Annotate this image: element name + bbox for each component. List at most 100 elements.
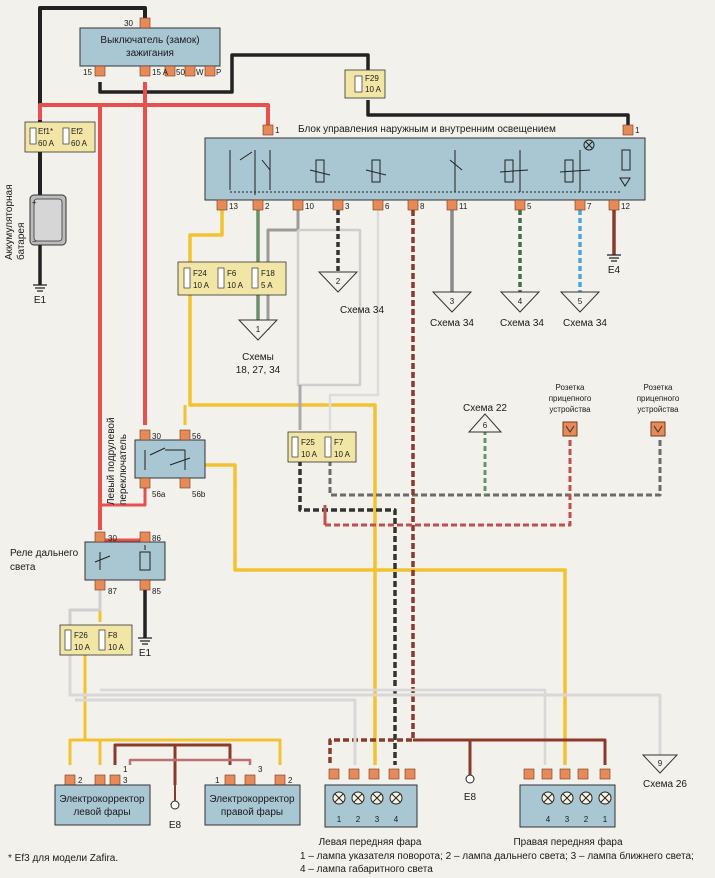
svg-text:4: 4 (546, 815, 551, 824)
svg-text:Электрокорректор: Электрокорректор (59, 794, 145, 805)
svg-text:Ef2: Ef2 (71, 127, 84, 136)
svg-text:13: 13 (229, 202, 238, 211)
svg-text:60 A: 60 A (71, 139, 88, 148)
svg-text:правой фары: правой фары (221, 806, 283, 818)
legend-line-1: 1 – лампа указателя поворота; 2 – лампа … (300, 850, 694, 862)
fuse-f29: F29 10 A (344, 69, 386, 99)
ref-scheme-34-b: 3 Схема 34 (430, 291, 474, 329)
svg-text:устройства: устройства (637, 405, 679, 414)
svg-text:1: 1 (635, 126, 640, 135)
ignition-title-2: зажигания (126, 48, 174, 59)
svg-text:1: 1 (275, 126, 280, 135)
svg-text:3: 3 (375, 815, 380, 824)
ignition-pin-50: 50 (176, 68, 185, 77)
svg-text:4: 4 (518, 297, 523, 306)
battery-label-1: Аккумуляторная (4, 184, 15, 260)
svg-text:E8: E8 (169, 820, 182, 831)
svg-text:1: 1 (256, 325, 261, 334)
battery-label-2: батарея (15, 223, 27, 260)
svg-text:E4: E4 (608, 265, 621, 276)
svg-text:1: 1 (123, 765, 128, 774)
svg-text:11: 11 (459, 202, 468, 211)
svg-text:3: 3 (345, 202, 350, 211)
svg-text:60 A: 60 A (38, 139, 55, 148)
ignition-switch: Выключатель (замок) зажигания 30 15 15 A… (79, 17, 221, 77)
fuse-block-2: F25 10 A F7 10 A (287, 431, 357, 463)
svg-text:F29: F29 (365, 74, 379, 83)
legend-line-2: 4 – лампа габаритного света (300, 863, 433, 875)
svg-text:Схема 34: Схема 34 (563, 318, 607, 329)
svg-text:прицепного: прицепного (549, 394, 592, 403)
svg-text:−: − (32, 237, 37, 246)
ignition-title-1: Выключатель (замок) (100, 35, 199, 46)
svg-text:12: 12 (621, 202, 630, 211)
svg-text:Левый подрулевой: Левый подрулевой (106, 417, 117, 505)
svg-text:2: 2 (584, 815, 589, 824)
ref-triangles: 2 Схема 34 1 Схемы 18, 27, 34 3 Схема 34… (236, 271, 687, 790)
svg-text:3: 3 (258, 765, 263, 774)
ignition-pin-30: 30 (124, 19, 133, 28)
ground-e8-headlamps: E8 (464, 774, 477, 803)
svg-text:10 A: 10 A (334, 450, 351, 459)
svg-text:2: 2 (336, 277, 341, 286)
svg-text:5: 5 (527, 202, 532, 211)
main-fuses: Ef1* 60 A Ef2 60 A (24, 121, 96, 153)
svg-text:4: 4 (394, 815, 399, 824)
svg-text:E8: E8 (464, 792, 477, 803)
svg-text:левой фары: левой фары (73, 806, 130, 818)
ground-e4: E4 (607, 254, 621, 276)
svg-text:2: 2 (78, 776, 83, 785)
fuse-block-1: F24 10 A F6 10 A F18 5 A (177, 261, 287, 296)
svg-text:1: 1 (337, 815, 342, 824)
trailer-socket-2: Розетка прицепного устройства (637, 383, 680, 437)
ref-scheme-34-d: 5 Схема 34 (559, 291, 607, 329)
svg-text:Левая передняя фара: Левая передняя фара (319, 836, 422, 848)
svg-text:2: 2 (265, 202, 270, 211)
svg-text:87: 87 (108, 587, 117, 596)
svg-text:Схема 34: Схема 34 (430, 318, 474, 329)
svg-text:10 A: 10 A (227, 281, 244, 290)
svg-text:Схема 34: Схема 34 (500, 318, 544, 329)
svg-text:8: 8 (420, 202, 425, 211)
svg-text:Электрокорректор: Электрокорректор (209, 794, 295, 805)
svg-text:Розетка: Розетка (556, 383, 585, 392)
svg-text:6: 6 (483, 421, 488, 430)
headlamp-right: 4 3 2 1 Правая передняя фара (513, 768, 623, 848)
ref-schemes-18-27-34: 1 Схемы 18, 27, 34 (236, 319, 281, 376)
ground-e8-correctors: E8 (169, 785, 182, 831)
svg-text:F8: F8 (108, 631, 118, 640)
svg-text:F6: F6 (227, 269, 237, 278)
svg-text:10 A: 10 A (193, 281, 210, 290)
svg-text:9: 9 (658, 759, 663, 768)
svg-text:30: 30 (108, 534, 117, 543)
high-beam-relay: Реле дальнего света 30 86 87 85 E1 (10, 531, 166, 659)
svg-text:F24: F24 (193, 269, 207, 278)
svg-text:56b: 56b (192, 490, 206, 499)
corrector-left: 2 3 1 Электрокорректор левой фары (54, 765, 151, 826)
svg-text:18, 27, 34: 18, 27, 34 (236, 365, 281, 376)
svg-text:Схемы: Схемы (242, 352, 274, 363)
svg-text:10 A: 10 A (301, 450, 318, 459)
svg-text:3: 3 (450, 297, 455, 306)
svg-text:10: 10 (305, 202, 314, 211)
ref-scheme-22: Схема 22 6 (463, 403, 507, 433)
svg-text:3: 3 (565, 815, 570, 824)
svg-text:30: 30 (152, 432, 161, 441)
svg-text:Схема 26: Схема 26 (643, 779, 687, 790)
svg-text:F25: F25 (301, 438, 315, 447)
svg-text:10 A: 10 A (365, 85, 382, 94)
svg-text:7: 7 (587, 202, 592, 211)
ground-e1-relay: E1 (139, 648, 152, 659)
svg-text:F18: F18 (261, 269, 275, 278)
ref-scheme-34-a: 2 Схема 34 (317, 271, 384, 316)
lighting-unit-title: Блок управления наружным и внутренним ос… (298, 124, 556, 135)
svg-text:Схема 22: Схема 22 (463, 403, 507, 414)
svg-text:переключатель: переключатель (118, 434, 129, 505)
svg-text:1: 1 (603, 815, 608, 824)
ground-e1-battery: E1 (34, 295, 47, 306)
footnote: * Ef3 для модели Zafira. (8, 853, 118, 864)
svg-text:+: + (32, 198, 37, 207)
ref-scheme-26: 9 Схема 26 (641, 754, 687, 790)
lighting-unit-pins: 13 2 10 3 6 8 11 5 7 12 (216, 199, 630, 211)
